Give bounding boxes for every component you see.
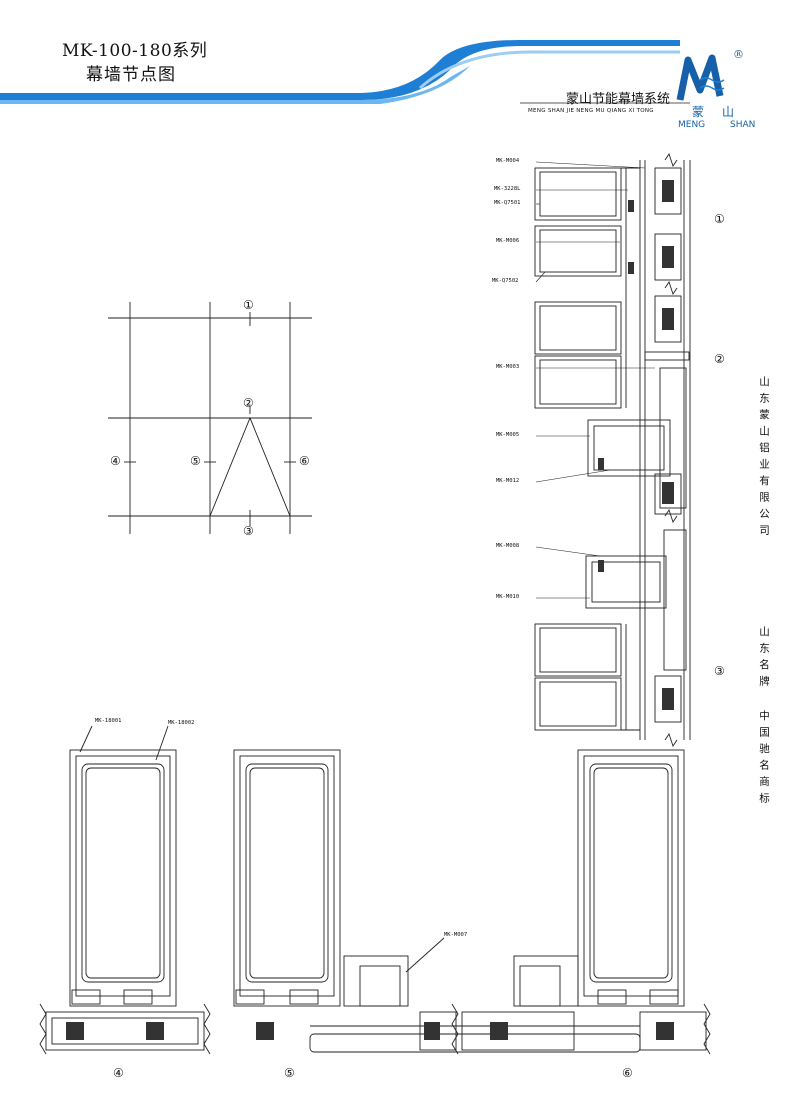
section-mark-5: ⑤ <box>190 454 201 468</box>
callout-mk-m008: MK-M008 <box>496 543 520 549</box>
logo-english-text: MENG SHAN <box>678 120 756 130</box>
horizontal-mark-5: ⑤ <box>284 1066 295 1080</box>
vertical-mark-2: ② <box>714 352 725 366</box>
section-mark-4: ④ <box>110 454 121 468</box>
callout-mk-m004: MK-M004 <box>496 158 520 164</box>
callout-mk-3228l: MK-3228L <box>494 186 521 192</box>
drawing-series-title: MK-100-180系列 <box>62 41 208 61</box>
header-swoosh <box>0 40 690 104</box>
callout-mk-m005: MK-M005 <box>496 432 520 438</box>
section-mark-3: ③ <box>243 524 254 538</box>
callout-mk-m007: MK-M007 <box>444 932 468 938</box>
callout-mk-m003: MK-M003 <box>496 364 520 370</box>
callout-mk-q7502: MK-Q7502 <box>492 278 519 284</box>
callout-mk-18001: MK-18001 <box>95 718 122 724</box>
callout-mk-m012: MK-M012 <box>496 478 520 484</box>
callout-mk-m006: MK-M006 <box>496 238 520 244</box>
callout-mk-m010: MK-M010 <box>496 594 520 600</box>
callout-mk-18002: MK-18002 <box>168 720 195 726</box>
section-mark-2: ② <box>243 396 254 410</box>
vertical-mark-1: ① <box>714 212 725 226</box>
side-award-national: 中国驰名商标 <box>758 710 770 809</box>
logo-chinese-text: 蒙山 <box>692 105 753 119</box>
vertical-mark-3: ③ <box>714 664 725 678</box>
side-award-provincial: 山东名牌 <box>758 626 770 692</box>
registered-mark: ® <box>733 48 744 61</box>
brand-logo <box>676 54 725 101</box>
drawing-subtitle: 幕墙节点图 <box>86 65 176 85</box>
company-system-name-pinyin: MENG SHAN JIE NENG MU QIANG XI TONG <box>528 108 654 114</box>
side-company-name: 山东蒙山铝业有限公司 <box>758 376 770 541</box>
horizontal-mark-4: ④ <box>113 1066 124 1080</box>
section-mark-1: ① <box>243 298 254 312</box>
section-mark-6: ⑥ <box>299 454 310 468</box>
callout-mk-q7501: MK-Q7501 <box>494 200 521 206</box>
horizontal-mark-6: ⑥ <box>622 1066 633 1080</box>
